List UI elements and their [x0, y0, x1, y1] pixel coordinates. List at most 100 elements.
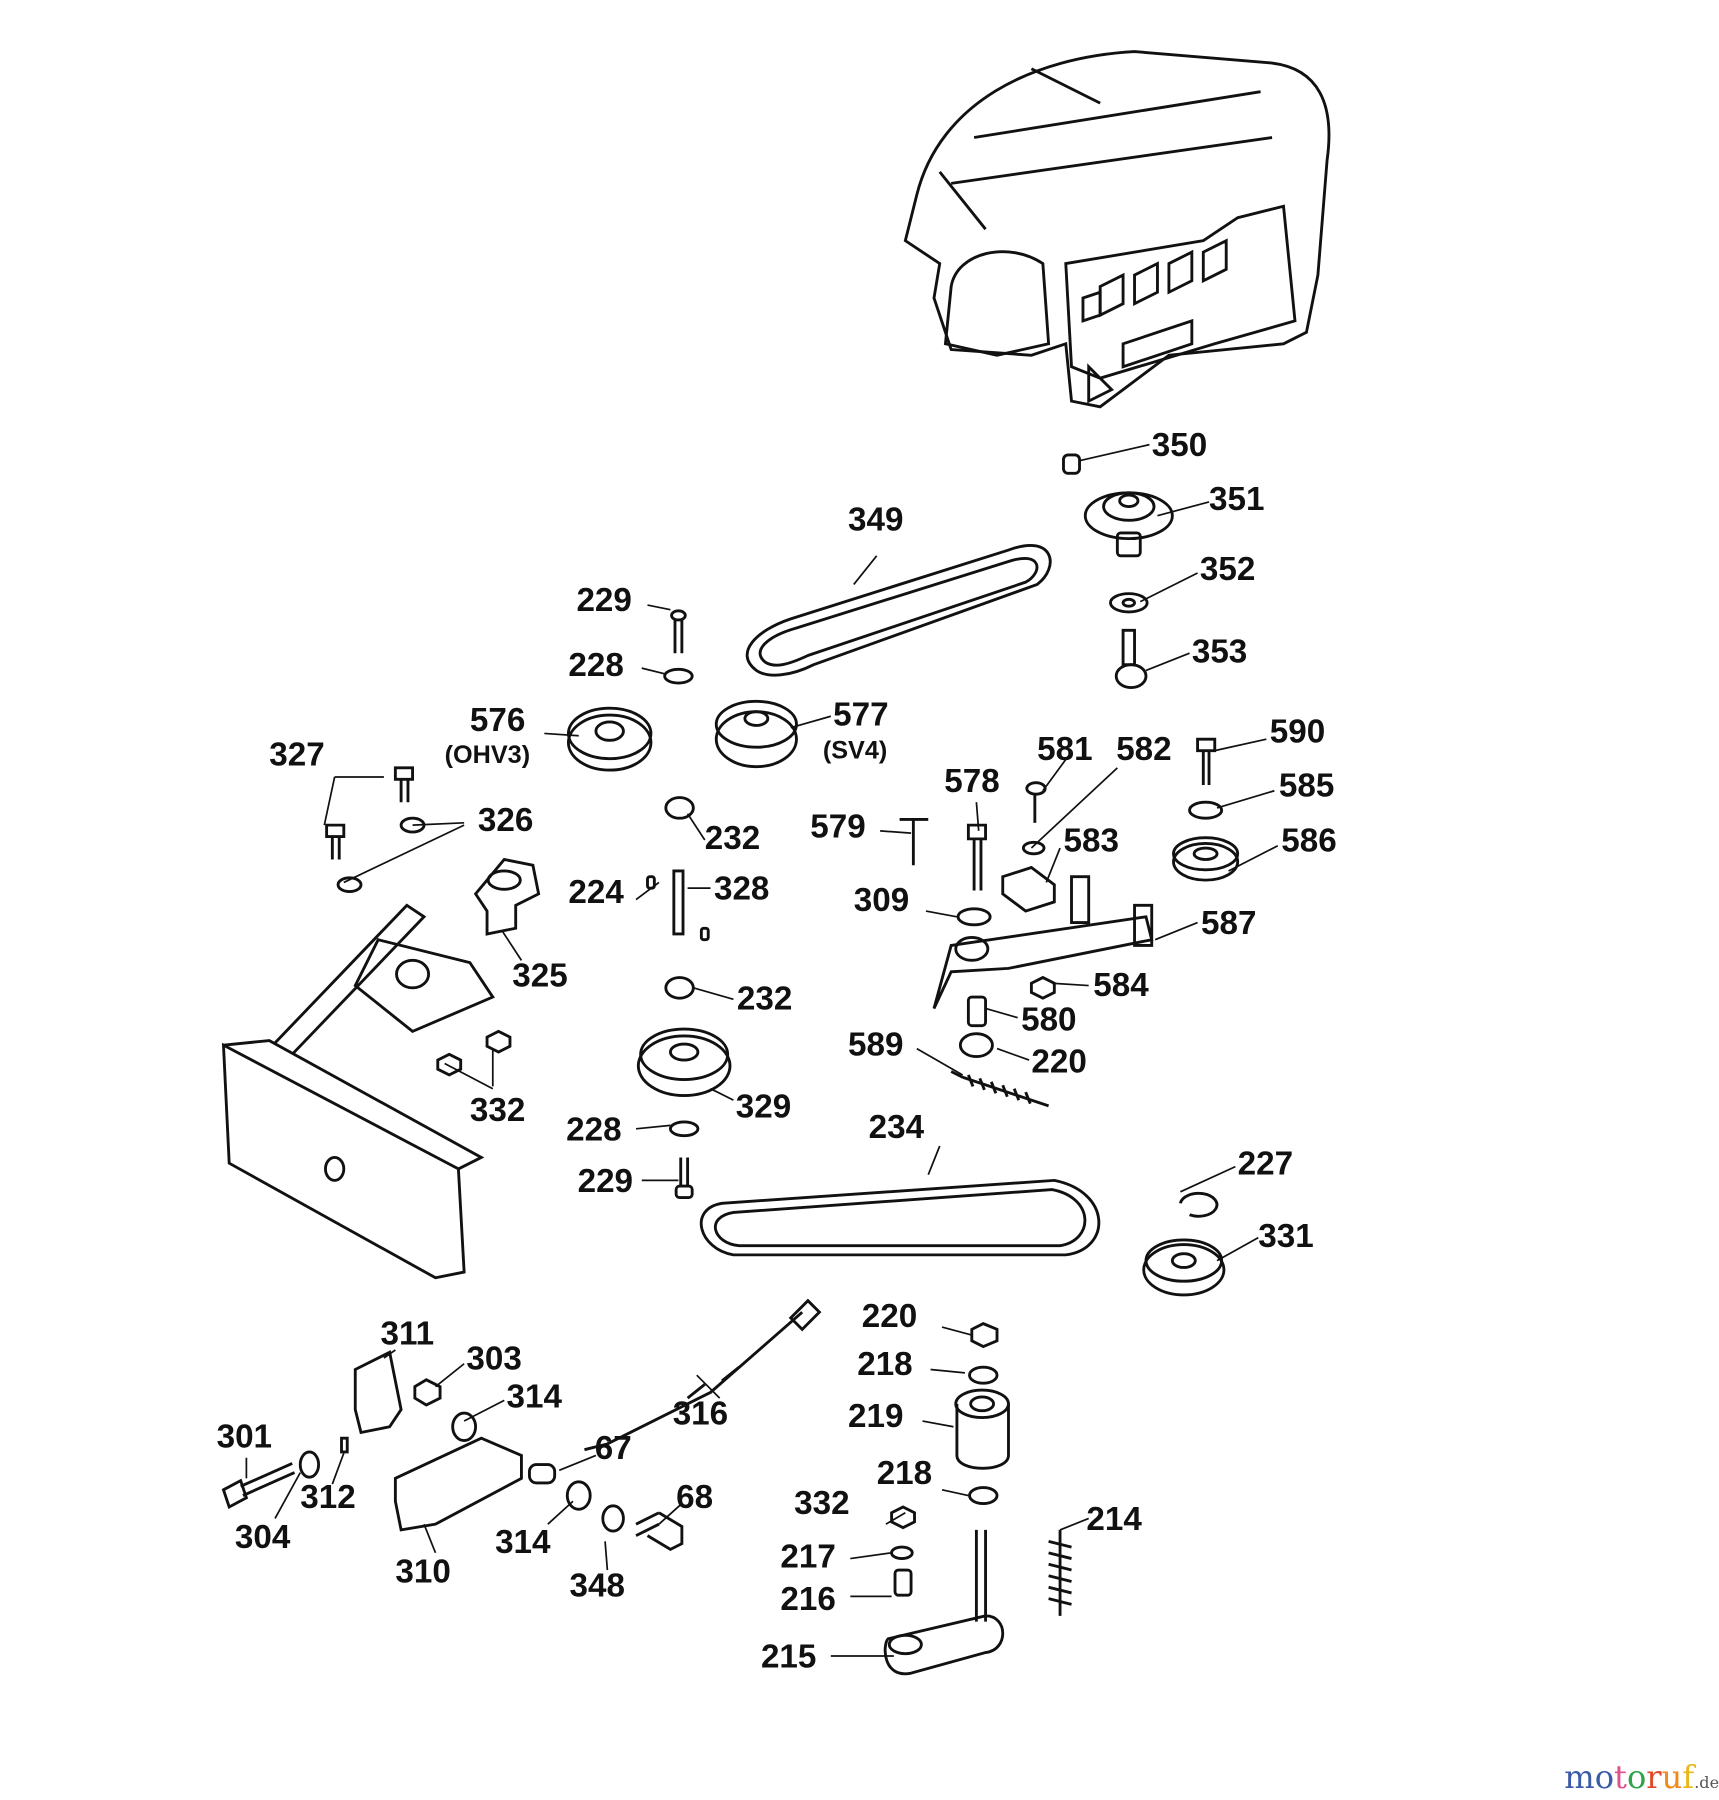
wm-letter: f: [1682, 1757, 1695, 1796]
washer-582: [1021, 840, 1046, 856]
wm-letter: o: [1626, 1757, 1647, 1796]
bearing-325: [473, 857, 541, 936]
part-label: 219: [848, 1398, 904, 1435]
part-label: 580: [1021, 1001, 1077, 1039]
part-label: 331: [1258, 1218, 1314, 1255]
part-label: 229: [577, 1163, 634, 1200]
part-label: 218: [876, 1455, 933, 1493]
part-label: 301: [216, 1418, 273, 1456]
variant-label: (SV4): [822, 735, 888, 765]
part-label: 303: [466, 1340, 522, 1378]
pulley-331: [1142, 1243, 1226, 1297]
pulley-576: [566, 713, 653, 772]
washer-218b: [968, 1486, 999, 1505]
part-label: 327: [269, 736, 325, 774]
wm-letter: r: [1646, 1757, 1662, 1796]
part-label: 232: [736, 980, 793, 1018]
bolt-578: [966, 823, 987, 891]
part-label: 332: [794, 1485, 850, 1522]
spacer-580: [966, 995, 987, 1028]
part-label: 576: [469, 702, 526, 740]
part-label: 311: [380, 1315, 435, 1353]
washer-228b: [668, 1120, 700, 1138]
arm-215: [883, 1529, 1004, 1676]
part-label: 577: [833, 696, 889, 734]
key-350: [1062, 453, 1081, 475]
wm-letter: o: [1594, 1757, 1615, 1796]
bolt-353: [1114, 663, 1148, 690]
screw-229b: [674, 1184, 694, 1200]
part-label: 314: [506, 1378, 562, 1416]
wm-letter: t: [1614, 1757, 1627, 1796]
washer-218a: [968, 1365, 999, 1385]
bolt-327b: [325, 823, 346, 860]
part-label: 312: [300, 1479, 356, 1517]
watermark-logo: motoruf.de: [1564, 1758, 1719, 1796]
part-label: 220: [861, 1298, 918, 1336]
part-label: 578: [944, 763, 1000, 800]
part-label: 314: [495, 1524, 551, 1561]
part-label: 579: [810, 809, 866, 846]
washer-228: [663, 667, 694, 685]
washer-352: [1109, 592, 1149, 614]
bolt-301: [221, 1462, 296, 1510]
part-label: 227: [1237, 1146, 1294, 1183]
part-label: 309: [853, 882, 910, 920]
part-label: 329: [735, 1088, 792, 1126]
pulley-586: [1172, 842, 1240, 882]
part-label: 326: [477, 802, 534, 839]
part-label: 585: [1278, 767, 1335, 805]
washer-217: [890, 1545, 914, 1560]
part-label: 589: [848, 1026, 904, 1064]
nuts-332: [436, 1029, 512, 1077]
part-label: 581: [1037, 731, 1093, 768]
part-label: 586: [1281, 822, 1337, 860]
part-label: 68: [676, 1479, 714, 1517]
washer-304: [298, 1450, 321, 1479]
part-label: 224: [568, 874, 624, 912]
part-label: 587: [1201, 905, 1257, 943]
roller-219: [955, 1403, 1010, 1470]
spacer-216: [893, 1568, 913, 1597]
part-label: 234: [868, 1109, 925, 1146]
part-label: 348: [569, 1567, 626, 1605]
bushing-232a: [664, 796, 695, 820]
part-label: 215: [760, 1638, 817, 1676]
part-label: 582: [1116, 731, 1172, 768]
bushing-232b: [664, 976, 695, 1000]
leader-lines: [245, 443, 1279, 1657]
pin-579: [899, 817, 929, 866]
wm-suffix: .de: [1694, 1774, 1719, 1793]
part-label: 352: [1199, 551, 1256, 588]
bolt-68: [635, 1511, 684, 1552]
frame-bracket: [221, 903, 495, 1280]
nut-303: [413, 1378, 442, 1407]
part-label: 328: [713, 870, 770, 908]
part-label: 310: [395, 1553, 451, 1591]
part-label: 316: [672, 1395, 729, 1433]
bolt-590: [1196, 737, 1217, 786]
part-label: 350: [1151, 427, 1208, 465]
lever-310: [393, 1436, 523, 1532]
clip-312: [340, 1436, 349, 1454]
plate-311: [353, 1350, 403, 1435]
wm-letter: u: [1661, 1757, 1683, 1796]
key-224: [646, 875, 656, 890]
part-label: 67: [594, 1430, 632, 1467]
part-label: 214: [1086, 1501, 1142, 1538]
nut-220: [958, 1032, 994, 1059]
washer-348: [601, 1504, 625, 1533]
washer-314b: [565, 1480, 592, 1511]
screw-581: [1025, 781, 1047, 796]
part-label: 228: [566, 1111, 622, 1149]
part-label: 583: [1063, 822, 1119, 860]
part-label: 353: [1191, 633, 1248, 671]
part-label: 228: [568, 647, 624, 685]
parts: [221, 453, 1240, 1676]
wm-letter: m: [1564, 1757, 1595, 1796]
part-label: 217: [780, 1539, 836, 1576]
nut-332b: [890, 1505, 916, 1530]
washer-314a: [451, 1411, 478, 1442]
part-label: 232: [704, 820, 761, 858]
